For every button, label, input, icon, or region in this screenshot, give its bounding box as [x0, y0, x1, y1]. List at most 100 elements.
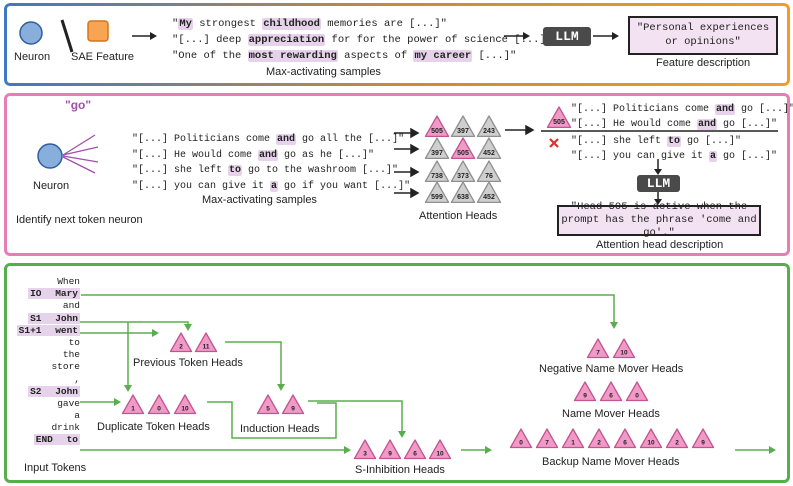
- head-number: 9: [583, 393, 587, 400]
- attention-head-icon: 9: [691, 428, 715, 449]
- sample-text: aspects of: [337, 50, 414, 62]
- attention-head-icon: 3: [353, 439, 377, 460]
- sample-text: "[...] you can give it: [132, 180, 271, 192]
- attention-head-icon: 1: [121, 394, 145, 415]
- attention-head-icon: 599: [424, 181, 450, 203]
- neuron-samples-caption: Max-activating samples: [202, 194, 317, 206]
- head-description-box: "Head 505 is active when the prompt has …: [557, 201, 761, 239]
- head-number: 0: [519, 440, 523, 447]
- neuron-sample-line: "[...] she left to go to the washroom [.…: [132, 163, 410, 179]
- panel2-neuron-label: Neuron: [33, 180, 70, 192]
- head-number: 7: [545, 440, 549, 447]
- token-word: ,: [74, 373, 80, 385]
- head-number: 738: [431, 173, 443, 180]
- head-number: 599: [431, 194, 443, 201]
- head-number: 2: [179, 344, 183, 351]
- attention-head-icon: 5: [256, 394, 280, 415]
- head-number: 0: [635, 393, 639, 400]
- highlighted-token: and: [276, 134, 297, 145]
- highlighted-token: and: [715, 104, 736, 115]
- matched-sample-line: "[...] He would come and go [...]": [571, 117, 793, 132]
- neuron-sample-line: "[...] He would come and go as he [...]": [132, 148, 410, 164]
- backup-name-mover-heads-label: Backup Name Mover Heads: [542, 456, 680, 468]
- token-role: IO: [28, 288, 44, 300]
- head-number: 9: [291, 406, 295, 413]
- input-token: drink: [14, 422, 80, 434]
- token-role: S1: [28, 312, 44, 324]
- sample-text: "[...] He would come: [132, 149, 259, 161]
- cross-icon: [549, 138, 559, 148]
- head-number: 7: [596, 350, 600, 357]
- head-description-caption: Attention head description: [596, 239, 724, 251]
- input-token: and: [14, 300, 80, 312]
- attention-head-icon: 6: [403, 439, 427, 460]
- token-word: the: [62, 349, 80, 361]
- neuron-fan-lines: [62, 134, 99, 174]
- head-number: 10: [436, 451, 444, 458]
- panel1-shapes: [19, 19, 619, 53]
- neuron-sample-line: "[...] Politicians come and go all the […: [132, 132, 410, 148]
- token-word: gave: [57, 397, 80, 409]
- head-number: 6: [609, 393, 613, 400]
- attention-head-icon: 2: [169, 332, 193, 353]
- circuit-arrowheads: [114, 322, 776, 454]
- neuron-sample-line: "[...] you can give it a go if you want …: [132, 179, 410, 195]
- token-role: S2: [28, 385, 44, 397]
- sample-text: ": [172, 18, 179, 30]
- sae-feature-label: SAE Feature: [71, 51, 134, 63]
- neuron-label: Neuron: [14, 51, 51, 63]
- token-word: and: [62, 300, 80, 312]
- sample-text: [...]": [472, 50, 517, 62]
- token-role: END: [33, 434, 55, 446]
- neuron-icon: [19, 21, 43, 45]
- attention-head-icon: 10: [428, 439, 452, 460]
- highlighted-token: most rewarding: [247, 50, 338, 62]
- duplicate-token-heads-label: Duplicate Token Heads: [97, 421, 210, 433]
- highlighted-token: and: [258, 149, 279, 161]
- token-word: store: [51, 361, 80, 373]
- sample-text: "[...] she left: [571, 136, 668, 147]
- input-token: to: [14, 337, 80, 349]
- sae-feature-icon: [87, 20, 109, 42]
- token-role: S1+1: [16, 324, 44, 336]
- sample-text: go as he [...]": [278, 149, 375, 161]
- token-word: John: [53, 385, 80, 397]
- sample-text: strongest: [192, 18, 263, 30]
- attention-head-icon: 10: [639, 428, 663, 449]
- input-token: the: [14, 349, 80, 361]
- highlighted-token: My: [178, 18, 193, 30]
- head-number: 638: [457, 194, 469, 201]
- head-number: 397: [457, 128, 469, 135]
- head-number: 76: [485, 173, 493, 180]
- input-token: store: [14, 361, 80, 373]
- attention-head-icon: 76: [476, 160, 502, 182]
- sample-text: "[...] Politicians come: [132, 134, 277, 145]
- sample-text: for for the power of science [...]": [325, 34, 553, 46]
- attention-head-icon: 638: [450, 181, 476, 203]
- attention-head-icon: 397: [424, 137, 450, 159]
- sample-text: "One of the: [172, 50, 248, 62]
- head-number: 10: [647, 440, 655, 447]
- head-number: 5: [266, 406, 270, 413]
- highlighted-token: to: [667, 136, 682, 147]
- unmatched-sample-line: "[...] you can give it a go [...]": [571, 149, 777, 164]
- attention-head-icon: 9: [573, 381, 597, 402]
- input-token: S1 John: [14, 312, 80, 325]
- feature-sample-line: "One of the most rewarding aspects of my…: [172, 48, 552, 64]
- sample-text: go [...]": [717, 151, 778, 162]
- head-number: 1: [131, 406, 135, 413]
- input-token: S2 John: [14, 385, 80, 398]
- token-word: a: [74, 410, 80, 422]
- feature-samples-caption: Max-activating samples: [266, 66, 381, 78]
- token-word: John: [53, 312, 80, 324]
- token-word: to: [64, 434, 80, 446]
- highlighted-token: to: [228, 165, 243, 176]
- highlighted-token: my career: [413, 50, 473, 62]
- head-number: 505: [457, 150, 469, 157]
- go-token-label: "go": [65, 98, 92, 112]
- token-word: When: [57, 276, 80, 287]
